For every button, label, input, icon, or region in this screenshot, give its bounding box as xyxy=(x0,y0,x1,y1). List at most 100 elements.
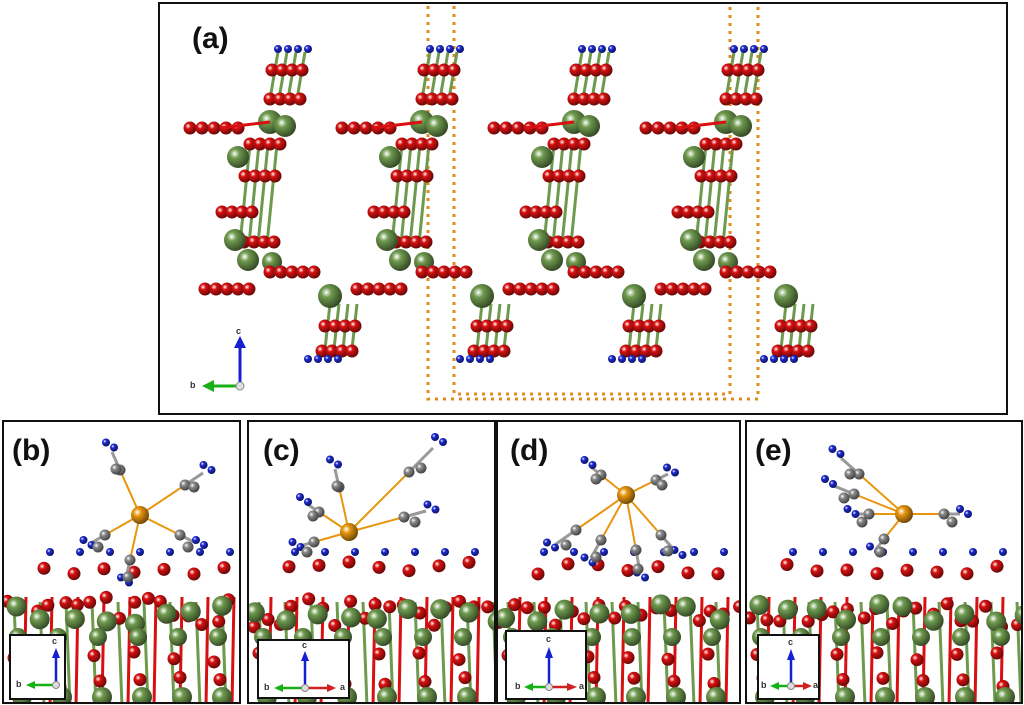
metal-atom xyxy=(454,628,472,646)
oxygen-atom xyxy=(886,616,900,630)
panel-label-c: (c) xyxy=(263,434,300,467)
oxygen-atom xyxy=(578,265,592,279)
oxygen-atom xyxy=(719,265,733,279)
oxygen-atom xyxy=(774,319,788,333)
metal-atom xyxy=(366,608,387,629)
oxygen-atom xyxy=(417,63,431,77)
oxygen-atom xyxy=(830,647,844,661)
nitrogen-atom xyxy=(790,355,798,363)
panel-label-a: (a) xyxy=(192,22,229,55)
metal-atom xyxy=(992,628,1010,646)
metal-atom xyxy=(414,628,432,646)
oxygen-atom xyxy=(909,601,923,615)
oxygen-atom xyxy=(731,63,745,77)
oxygen-atom xyxy=(707,676,721,690)
oxygen-atom xyxy=(198,282,212,296)
oxygen-atom xyxy=(801,614,815,628)
carbon-atom xyxy=(838,492,850,504)
oxygen-atom xyxy=(562,169,576,183)
oxygen-atom xyxy=(487,121,501,135)
bond xyxy=(858,473,905,515)
oxygen-atom xyxy=(490,319,504,333)
nitrogen-atom xyxy=(207,466,216,474)
oxygen-atom xyxy=(577,92,591,106)
metal-atom xyxy=(169,628,187,646)
nitrogen-atom xyxy=(964,510,972,518)
oxygen-atom xyxy=(587,670,601,684)
axis-label-a: a xyxy=(579,681,585,691)
bond xyxy=(703,143,717,245)
bond xyxy=(256,143,270,245)
oxygen-atom xyxy=(499,121,513,135)
bond xyxy=(973,596,979,702)
nitrogen-atom xyxy=(999,548,1007,556)
oxygen-atom xyxy=(651,560,665,574)
oxygen-atom xyxy=(497,344,511,358)
oxygen-atom xyxy=(567,92,581,106)
metal-atom xyxy=(666,687,686,702)
nitrogen-atom xyxy=(431,505,440,514)
carbon-atom xyxy=(856,516,868,528)
nitrogen-atom xyxy=(304,45,312,53)
oxygen-atom xyxy=(318,319,332,333)
oxygen-atom xyxy=(729,92,743,106)
oxygen-atom xyxy=(704,169,718,183)
metal-atom xyxy=(706,687,726,702)
oxygen-atom xyxy=(632,319,646,333)
oxygen-atom xyxy=(383,282,397,296)
oxygen-atom xyxy=(771,344,785,358)
bond xyxy=(139,484,186,516)
carbon-atom xyxy=(632,563,644,575)
bond xyxy=(348,471,410,533)
oxygen-atom xyxy=(719,137,733,151)
oxygen-atom xyxy=(213,673,227,687)
oxygen-atom xyxy=(691,205,705,219)
oxygen-atom xyxy=(347,121,361,135)
oxygen-atom xyxy=(335,121,349,135)
carbon-atom xyxy=(301,546,313,558)
metal-atom xyxy=(554,599,575,620)
oxygen-atom xyxy=(751,63,765,77)
oxygen-atom xyxy=(557,137,571,151)
metal-atom xyxy=(457,687,477,702)
carbon-atom xyxy=(403,466,415,478)
oxygen-atom xyxy=(511,121,525,135)
oxygen-atom xyxy=(285,265,299,279)
nitrogen-atom xyxy=(411,548,419,556)
oxygen-atom xyxy=(397,205,411,219)
oxygen-atom xyxy=(694,169,708,183)
axis-label-c: c xyxy=(302,640,308,650)
nitrogen-atom xyxy=(381,548,389,556)
oxygen-atom xyxy=(307,265,321,279)
oxygen-atom xyxy=(418,675,432,689)
oxygen-atom xyxy=(97,562,111,576)
oxygen-atom xyxy=(338,319,352,333)
carbon-atom xyxy=(662,545,674,557)
oxygen-atom xyxy=(342,555,356,569)
bond xyxy=(408,143,422,245)
oxygen-atom xyxy=(826,605,840,619)
metal-atom xyxy=(237,249,259,271)
bond xyxy=(575,494,627,531)
oxygen-atom xyxy=(611,265,625,279)
oxygen-atom xyxy=(676,282,690,296)
nitrogen-atom xyxy=(580,456,589,464)
metal-atom xyxy=(397,599,418,620)
oxygen-atom xyxy=(763,265,777,279)
bond xyxy=(911,601,919,702)
oxygen-atom xyxy=(41,598,55,612)
oxygen-atom xyxy=(83,595,97,609)
axis-label-b: b xyxy=(264,682,270,692)
carbon-atom xyxy=(124,554,136,566)
nitrogen-atom xyxy=(334,355,342,363)
metal-atom xyxy=(156,603,177,624)
oxygen-atom xyxy=(87,649,101,663)
metal-atom xyxy=(663,628,681,646)
carbon-atom xyxy=(331,480,343,492)
metal-atom xyxy=(709,609,730,630)
bond xyxy=(417,143,431,245)
oxygen-atom xyxy=(569,63,583,77)
carbon-atom xyxy=(595,534,607,546)
metal-atom xyxy=(377,687,397,702)
oxygen-atom xyxy=(621,651,635,665)
